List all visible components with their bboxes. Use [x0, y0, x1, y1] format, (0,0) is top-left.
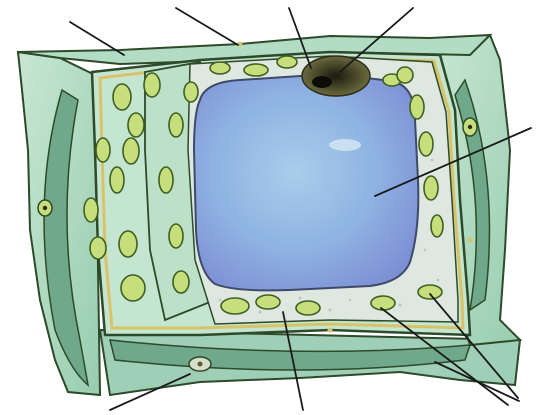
vacuole-highlight [329, 139, 361, 151]
nucleolus [312, 76, 332, 88]
chloroplast [410, 95, 424, 119]
chloroplast [96, 138, 110, 162]
chloroplast [244, 64, 268, 76]
chloroplast [110, 167, 124, 193]
chloroplast [424, 176, 438, 200]
chloroplast [144, 73, 160, 97]
chloroplast [113, 84, 131, 110]
line-2 [176, 8, 238, 45]
central-vacuole [194, 76, 418, 291]
chloroplast [128, 113, 144, 137]
chloroplast [371, 296, 395, 310]
chloroplast [296, 301, 320, 315]
chloroplast [397, 67, 413, 83]
chloroplast [256, 295, 280, 309]
nucleus [302, 56, 370, 96]
chloroplast [184, 82, 198, 102]
chloroplast [90, 237, 106, 259]
chloroplast [431, 215, 443, 237]
chloroplast [419, 132, 433, 156]
chloroplast [84, 198, 98, 222]
chloroplast [210, 62, 230, 74]
chloroplast [169, 224, 183, 248]
chloroplast [173, 271, 189, 293]
chloroplast [121, 275, 145, 301]
chloroplast [169, 113, 183, 137]
chloroplast [119, 231, 137, 257]
chloroplast [277, 56, 297, 68]
chloroplast [123, 138, 139, 164]
chloroplast [159, 167, 173, 193]
chloroplast [418, 285, 442, 299]
chloroplast [221, 298, 249, 314]
